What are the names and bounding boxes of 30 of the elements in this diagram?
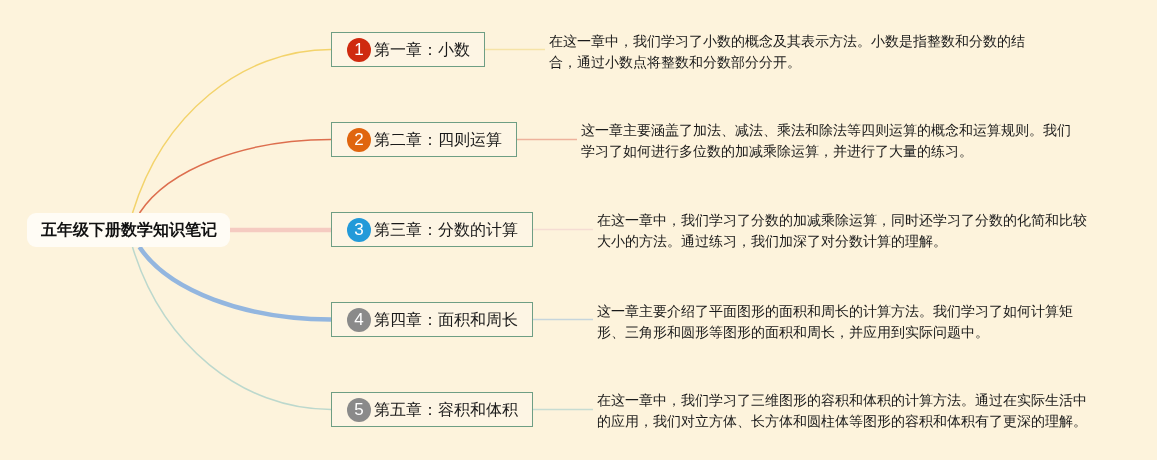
chapter-box [331,392,533,427]
note-text: 这一章主要介绍了平面图形的面积和周长的计算方法。我们学习了如何计算矩形、三角形和圆形等图形的面积和周长，并应用到实际问题中。 [593,301,1079,343]
chapter-title: 第二章：四则运算 [374,129,502,150]
note-text: 在这一章中，我们学习了分数的加减乘除运算，同时还学习了分数的化简和比较大小的方法。通过练习，我们加深了对分数计算的理解。 [593,210,1093,252]
number-badge: 2 [347,127,371,152]
number-badge: 5 [347,397,371,422]
chapter-box [331,212,533,247]
connector-line [131,246,332,411]
connector-line [484,48,546,51]
chapter-box [331,302,533,337]
root-topic: 五年级下册数学知识笔记 [27,213,230,247]
chapter-title: 第四章：面积和周长 [374,309,518,330]
connector-line [137,245,332,322]
chapter-box [331,32,485,67]
connector-line [532,408,594,411]
chapter-title: 第五章：容积和体积 [374,399,518,420]
connector-line [532,318,594,321]
connector-line [131,48,332,214]
chapter-title: 第三章：分数的计算 [374,219,518,240]
note-text: 在这一章中，我们学习了三维图形的容积和体积的计算方法。通过在实际生活中的应用，我们对立方体、长方体和圆柱体等图形的容积和体积有了更深的理解。 [593,390,1093,432]
number-badge: 1 [347,37,371,62]
connector-line [138,138,332,214]
connector-line [230,227,331,233]
number-badge: 4 [347,307,371,332]
chapter-title: 第一章：小数 [374,39,470,60]
connector-line [516,138,578,141]
chapter-box [331,122,517,157]
number-badge: 3 [347,217,371,242]
note-text: 这一章主要涵盖了加法、减法、乘法和除法等四则运算的概念和运算规则。我们学习了如何进行多位数的加减乘除运算，并进行了大量的练习。 [577,120,1077,162]
note-text: 在这一章中，我们学习了小数的概念及其表示方法。小数是指整数和分数的结合，通过小数点将整数和分数部分分开。 [545,31,1031,73]
